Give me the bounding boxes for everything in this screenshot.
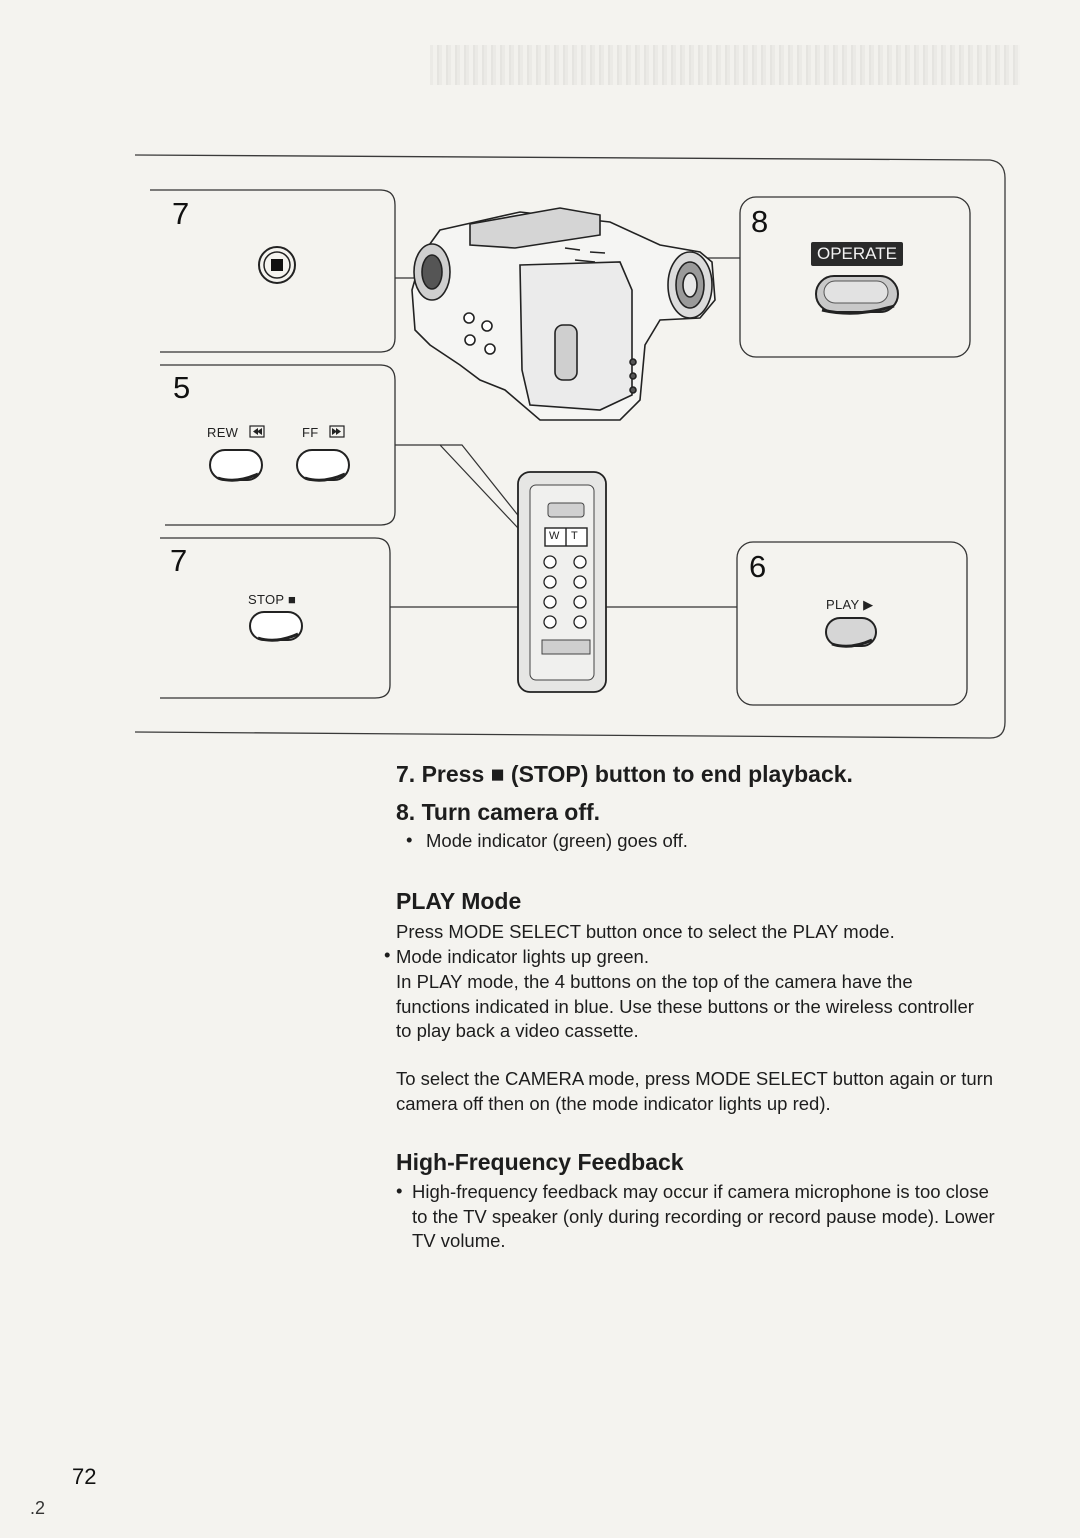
scan-noise-band xyxy=(430,45,1020,85)
panel-7-top-border xyxy=(150,189,396,353)
operate-switch-shape xyxy=(815,275,899,315)
play-button-shape xyxy=(825,617,877,648)
illustration: 7 5 7 8 6 REW FF STOP ■ PLAY ▶ OPERATE W… xyxy=(0,0,1080,760)
illustration-frame xyxy=(134,154,1006,739)
step-number-8: 8 xyxy=(751,204,769,239)
play-mode-indicator-note: Mode indicator lights up green. xyxy=(396,946,649,967)
bullet-dot: • xyxy=(406,829,413,850)
panel-5-border xyxy=(160,364,396,526)
play-mode-paragraph: In PLAY mode, the 4 buttons on the top o… xyxy=(396,971,974,1041)
operate-label: OPERATE xyxy=(811,242,903,266)
step-number-5: 5 xyxy=(173,370,191,405)
outer-frame-line xyxy=(134,154,1006,739)
feedback-heading: High-Frequency Feedback xyxy=(396,1149,684,1175)
bullet-dot: • xyxy=(384,944,391,965)
play-mode-heading: PLAY Mode xyxy=(396,888,522,914)
stop-button-shape xyxy=(249,611,303,642)
play-label: PLAY ▶ xyxy=(826,597,874,612)
rew-label: REW xyxy=(207,425,239,440)
play-mode-line-1: Press MODE SELECT button once to select … xyxy=(396,921,895,942)
camcorder-illustration xyxy=(411,207,716,421)
ff-button-shape xyxy=(296,449,350,482)
rew-button-shape xyxy=(209,449,263,482)
stop-circle-icon xyxy=(258,246,296,284)
step-number-6: 6 xyxy=(749,549,767,584)
feedback-paragraph: High-frequency feedback may occur if cam… xyxy=(412,1181,995,1251)
remote-controller-illustration xyxy=(517,471,607,693)
step-8-note: Mode indicator (green) goes off. xyxy=(426,830,688,851)
panel-6-border xyxy=(736,541,968,706)
page-number: 72 xyxy=(72,1464,97,1489)
instruction-step-7: 7. Press ■ (STOP) button to end playback… xyxy=(396,761,853,787)
stop-label: STOP ■ xyxy=(248,592,297,607)
rew-icon xyxy=(249,425,265,438)
step-number-7-bottom: 7 xyxy=(170,543,188,578)
remote-t-label: T xyxy=(571,530,579,542)
bullet-dot: • xyxy=(396,1180,403,1201)
panel-8-border xyxy=(739,196,971,358)
instruction-step-8: 8. Turn camera off. xyxy=(396,799,601,825)
ff-label: FF xyxy=(302,425,319,440)
panel-7-bottom-border xyxy=(160,537,391,699)
ff-icon xyxy=(329,425,345,438)
step-number-7-top: 7 xyxy=(172,196,190,231)
corner-mark: .2 xyxy=(30,1498,46,1518)
camera-mode-paragraph: To select the CAMERA mode, press MODE SE… xyxy=(396,1068,994,1114)
remote-w-label: W xyxy=(549,530,560,542)
